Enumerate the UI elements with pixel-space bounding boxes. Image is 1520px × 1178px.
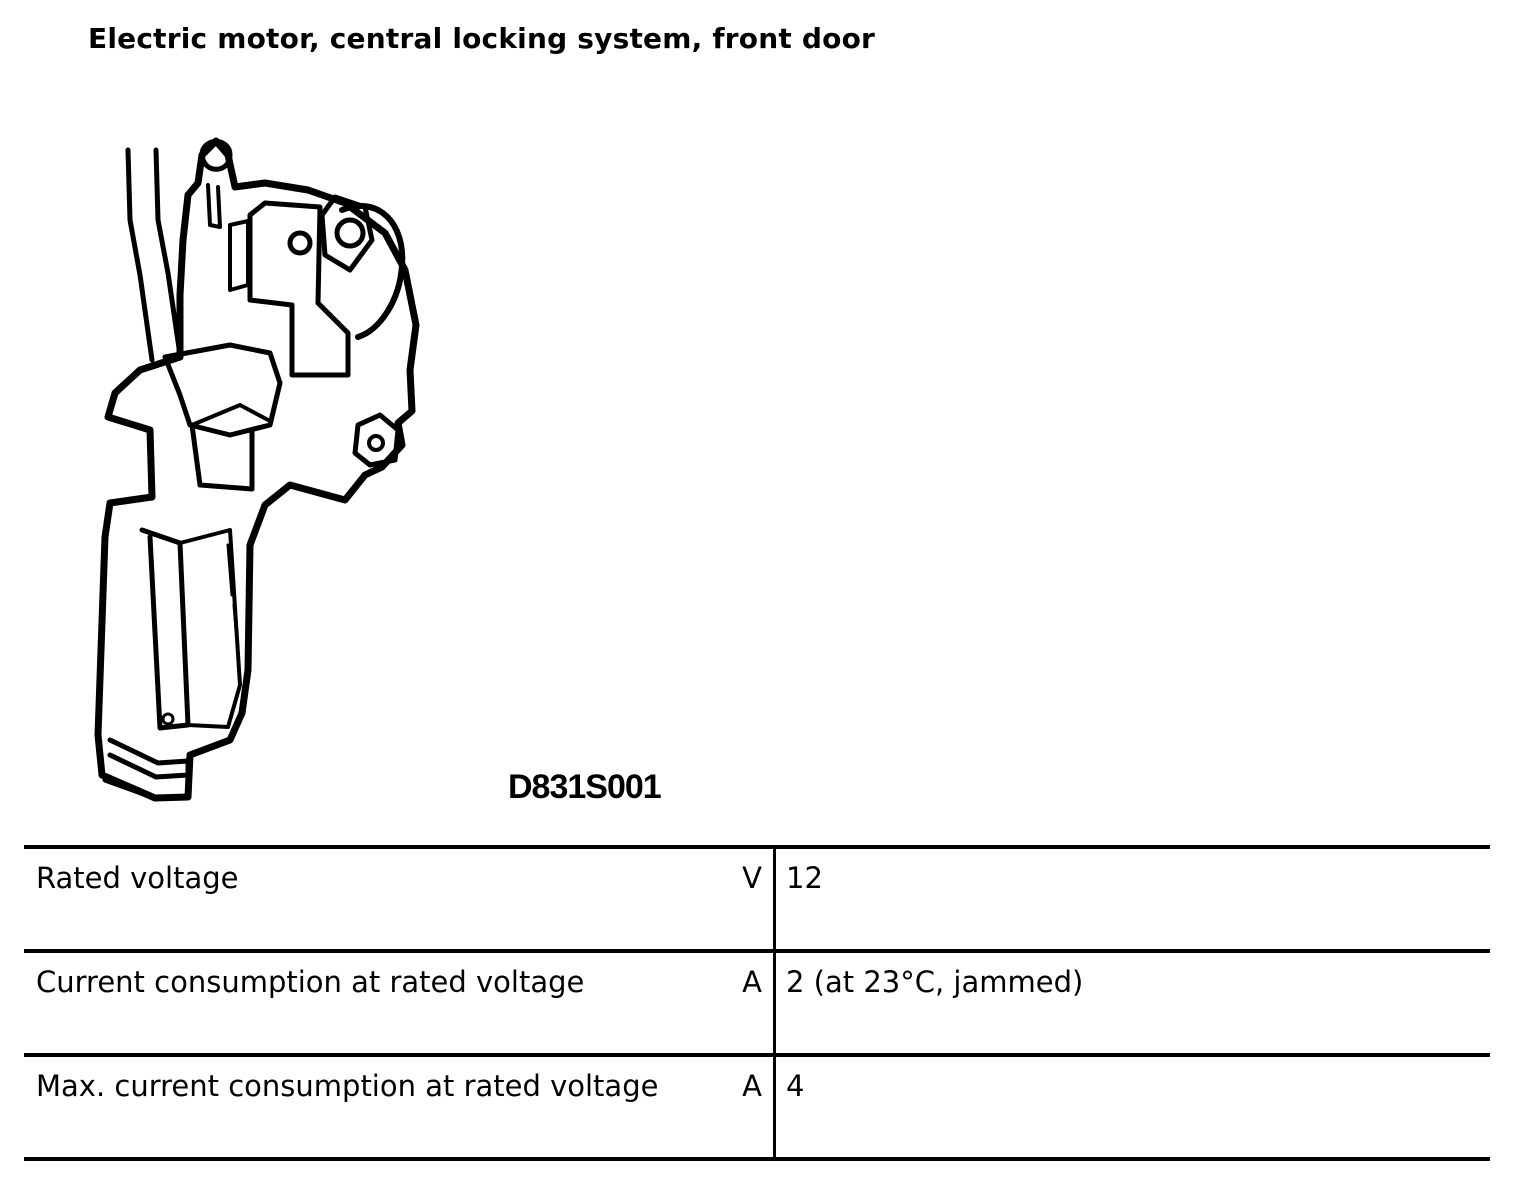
spec-label: Rated voltage — [36, 861, 239, 895]
spec-value: 2 (at 23°C, jammed) — [786, 965, 1084, 999]
spec-value: 12 — [786, 861, 823, 895]
spec-label: Max. current consumption at rated voltag… — [36, 1069, 659, 1103]
spec-unit: A — [742, 965, 762, 999]
spec-value: 4 — [786, 1069, 805, 1103]
column-divider — [773, 953, 776, 1053]
column-divider — [773, 1057, 776, 1157]
spec-label: Current consumption at rated voltage — [36, 965, 585, 999]
lock-motor-illustration — [94, 137, 420, 802]
table-row: Current consumption at rated voltage A 2… — [24, 949, 1490, 1053]
table-row: Rated voltage V 12 — [24, 845, 1490, 949]
column-divider — [773, 849, 776, 949]
page-title: Electric motor, central locking system, … — [88, 22, 876, 55]
spec-unit: V — [742, 861, 762, 895]
figure-code: D831S001 — [508, 768, 662, 806]
table-row: Max. current consumption at rated voltag… — [24, 1053, 1490, 1161]
spec-unit: A — [742, 1069, 762, 1103]
spec-table: Rated voltage V 12 Current consumption a… — [24, 845, 1490, 1161]
